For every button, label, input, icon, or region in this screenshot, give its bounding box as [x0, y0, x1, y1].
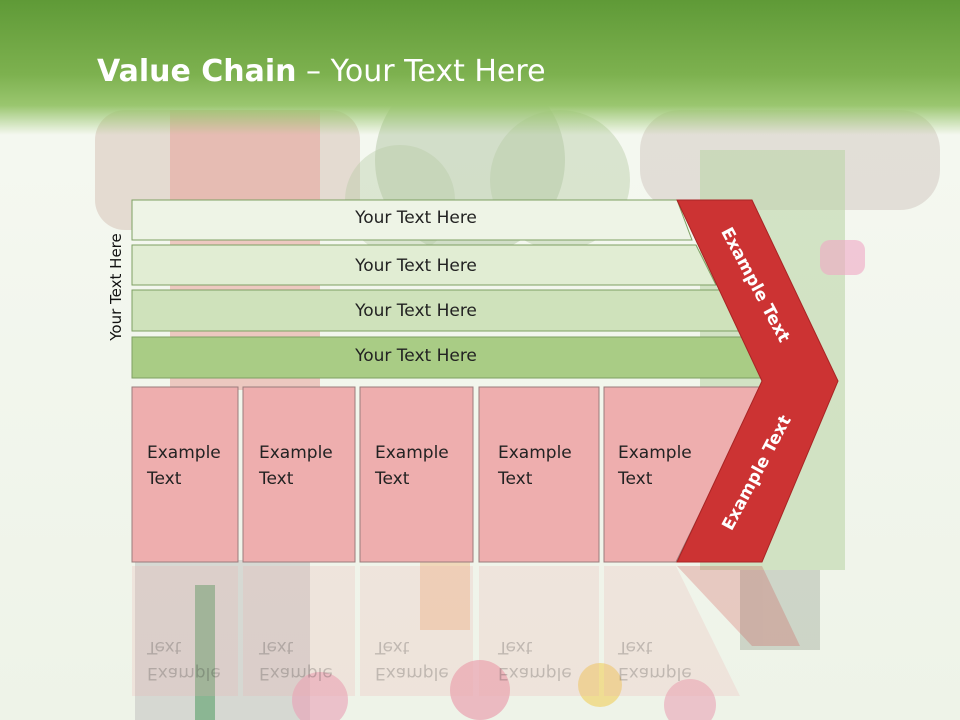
header-band	[0, 0, 960, 135]
bar-2-label: Your Text Here	[355, 256, 477, 276]
slide-title-rest: – Your Text Here	[296, 54, 546, 89]
side-label: Your Text Here	[107, 233, 125, 341]
cell-4-label: Example Text	[498, 443, 572, 489]
reflected-cell-5-label: Example Text	[618, 637, 692, 683]
cell-1[interactable]	[131, 386, 239, 563]
reflection	[132, 566, 800, 696]
reflected-cell-4-label: Example Text	[498, 637, 572, 683]
slide-title-bold: Value Chain	[97, 54, 297, 89]
reflected-cell-3-label: Example Text	[375, 637, 449, 683]
reflected-cell-1-label: Example Text	[147, 637, 221, 683]
slide-title: Value Chain – Your Text Here	[97, 54, 546, 89]
cell-2[interactable]	[242, 386, 356, 563]
chevron-arrow[interactable]	[676, 199, 839, 563]
cell-4[interactable]	[478, 386, 600, 563]
cell-2-label: Example Text	[259, 443, 333, 489]
bar-1[interactable]	[131, 199, 693, 241]
bar-2[interactable]	[131, 244, 717, 286]
bar-3-label: Your Text Here	[355, 301, 477, 321]
cell-1-label: Example Text	[147, 443, 221, 489]
cell-3-label: Example Text	[375, 443, 449, 489]
cell-5-label: Example Text	[618, 443, 692, 489]
cell-3[interactable]	[359, 386, 474, 563]
bar-4-label: Your Text Here	[355, 346, 477, 366]
reflected-cell-2-label: Example Text	[259, 637, 333, 683]
bar-1-label: Your Text Here	[355, 208, 477, 228]
cell-5[interactable]	[603, 386, 763, 563]
